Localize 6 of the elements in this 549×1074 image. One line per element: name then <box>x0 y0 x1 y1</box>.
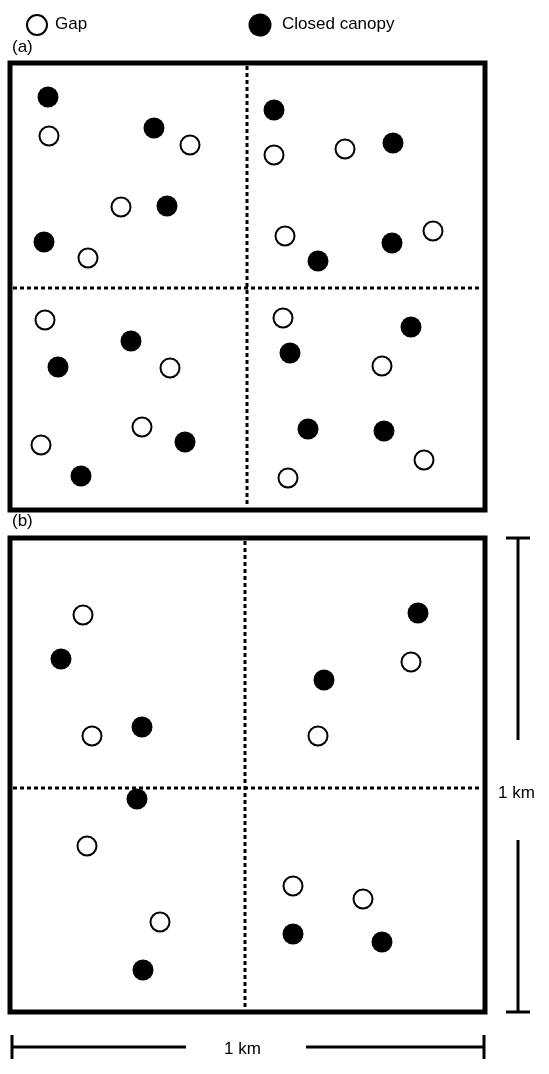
panel-label: (a) <box>12 38 33 55</box>
legend-label: Gap <box>55 15 88 32</box>
panel-label: (b) <box>12 512 33 529</box>
scale-label: 1 km <box>498 784 535 801</box>
legend-label: Closed canopy <box>282 15 395 32</box>
scale-label: 1 km <box>224 1040 261 1057</box>
